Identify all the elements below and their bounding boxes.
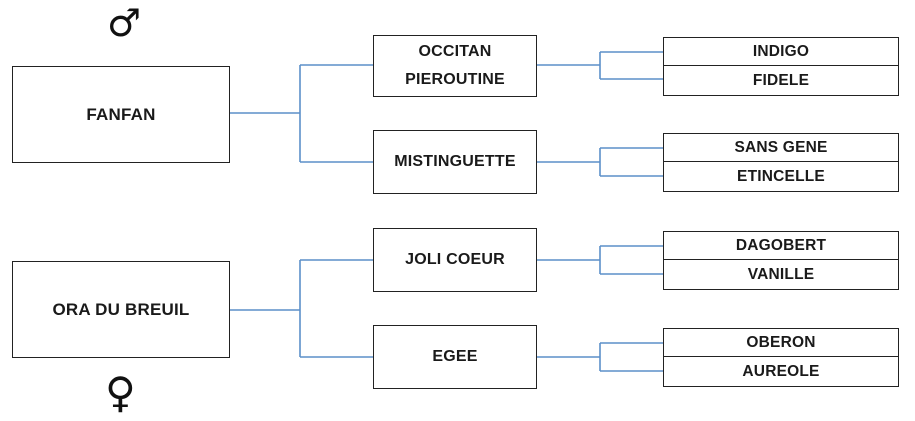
dam-dam-box: EGEE <box>373 325 537 389</box>
grandparent-box: SANS GENE <box>663 133 899 162</box>
grandparent-name: AUREOLE <box>742 362 820 380</box>
grandparent-name: VANILLE <box>747 265 815 283</box>
grandparent-box: ETINCELLE <box>663 161 899 192</box>
male-symbol-icon: ♂ <box>107 1 142 45</box>
dam-sire-name: JOLI COEUR <box>405 251 505 268</box>
grandparent-name: SANS GENE <box>734 138 828 156</box>
female-symbol-icon: ♀ <box>105 368 136 417</box>
sire-name: FANFAN <box>86 104 156 124</box>
sire-sire-name-line1: OCCITAN <box>418 43 492 60</box>
grandparent-name: DAGOBERT <box>735 236 827 254</box>
grandparent-name: FIDELE <box>752 71 810 89</box>
dam-dam-name: EGEE <box>432 348 478 365</box>
dam-sire-box: JOLI COEUR <box>373 228 537 292</box>
grandparent-box: VANILLE <box>663 259 899 290</box>
dam-name: ORA DU BREUIL <box>52 299 190 319</box>
grandparent-box: AUREOLE <box>663 356 899 387</box>
grandparent-box: OBERON <box>663 328 899 357</box>
sire-dam-box: MISTINGUETTE <box>373 130 537 194</box>
grandparent-name: INDIGO <box>752 42 810 60</box>
grandparent-name: OBERON <box>746 333 816 351</box>
dam-box: ORA DU BREUIL <box>12 261 230 358</box>
sire-box: FANFAN <box>12 66 230 163</box>
grandparent-box: FIDELE <box>663 65 899 96</box>
grandparent-box: INDIGO <box>663 37 899 66</box>
sire-sire-name-line2: PIEROUTINE <box>405 71 505 88</box>
grandparent-name: ETINCELLE <box>737 167 825 185</box>
sire-sire-box: OCCITAN PIEROUTINE <box>373 35 537 97</box>
grandparent-box: DAGOBERT <box>663 231 899 260</box>
sire-dam-name: MISTINGUETTE <box>394 153 516 170</box>
